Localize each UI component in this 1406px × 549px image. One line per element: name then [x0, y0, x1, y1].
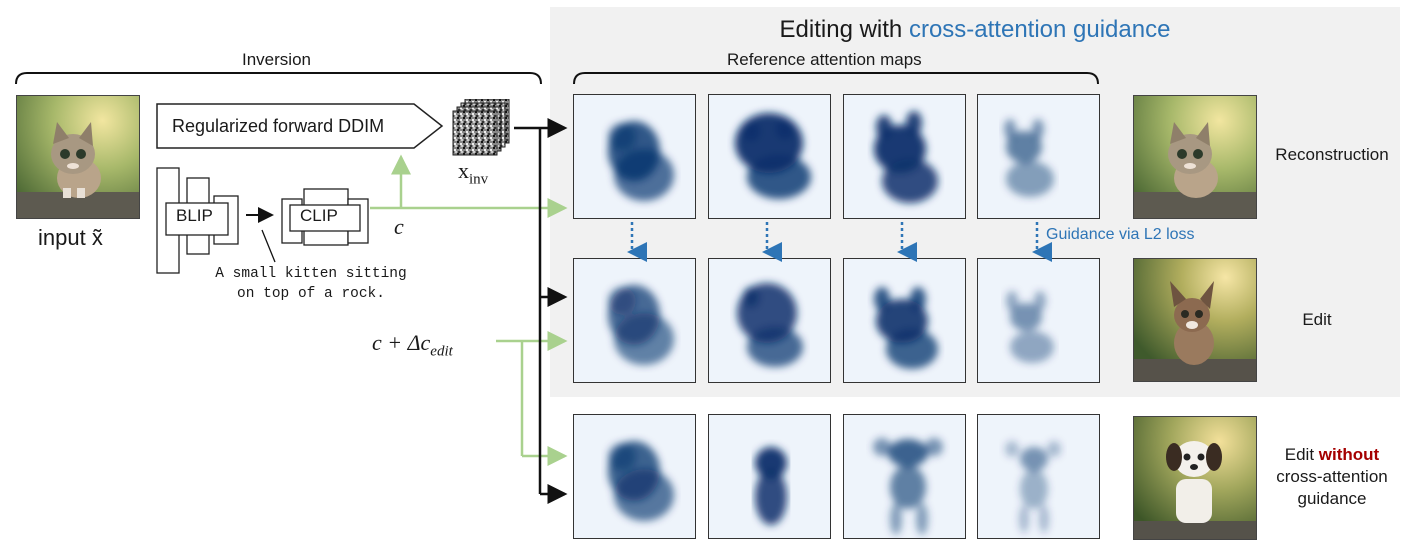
row-label-edit-without-line-2: cross-attention [1276, 467, 1388, 486]
title-prefix: Editing with [779, 16, 909, 43]
caption-line-2: on top of a rock. [237, 286, 385, 302]
edit-condition-label: c + Δcedit [372, 330, 453, 360]
row-label-reconstruction-text: Reconstruction [1275, 145, 1389, 164]
reference-bracket [573, 72, 1099, 85]
attention-map-r1-c4 [977, 94, 1100, 219]
clip-block [281, 188, 369, 246]
edit-condition-prefix: c + Δc [372, 330, 431, 355]
edit-without-guidance-dog-photo [1133, 416, 1257, 540]
attention-map-r3-c2 [708, 414, 831, 539]
blip-block [156, 167, 239, 274]
attention-map-r2-c4 [977, 258, 1100, 383]
row-label-without: without [1318, 445, 1380, 464]
blip-label: BLIP [176, 206, 213, 225]
reconstruction-photo [1133, 95, 1257, 219]
ddim-block [156, 103, 444, 149]
guidance-label: Guidance via L2 loss [1046, 226, 1195, 243]
row-label-reconstruction: Reconstruction [1262, 145, 1402, 165]
edit-puppy-photo [1133, 258, 1257, 382]
inversion-bracket [15, 72, 542, 85]
row-label-edit-without-line-1: Edit without [1262, 444, 1402, 466]
caption-pointer [261, 229, 276, 263]
panel-title: Editing with cross-attention guidance [550, 16, 1400, 44]
caption-text: A small kitten sitting on top of a rock. [196, 264, 426, 304]
row-label-edit: Edit [1262, 310, 1372, 330]
row-label-edit-text: Edit [1302, 310, 1332, 329]
row-label-edit-without-line-3: guidance [1297, 489, 1367, 508]
input-kitten-photo [16, 95, 140, 219]
clip-label: CLIP [300, 206, 338, 225]
x-inv-label: xinv [458, 158, 488, 188]
attention-map-r2-c3 [843, 258, 966, 383]
edit-condition-sub: edit [430, 343, 453, 360]
reference-maps-label: Reference attention maps [727, 50, 922, 69]
attention-map-r2-c2 [708, 258, 831, 383]
attention-map-r1-c3 [843, 94, 966, 219]
attention-map-r1-c1 [573, 94, 696, 219]
title-highlight: cross-attention guidance [908, 16, 1171, 43]
attention-map-r3-c4 [977, 414, 1100, 539]
row-label-edit-without: Edit without cross-attention guidance [1262, 444, 1402, 510]
attention-map-r2-c1 [573, 258, 696, 383]
inversion-label: Inversion [242, 50, 311, 69]
attention-map-r1-c2 [708, 94, 831, 219]
row-label-edit-prefix: Edit [1284, 445, 1319, 464]
x-inv-subscript: inv [469, 171, 489, 188]
ddim-label: Regularized forward DDIM [172, 116, 385, 136]
attention-map-r3-c1 [573, 414, 696, 539]
input-label: input x̃ [38, 225, 103, 250]
attention-map-r3-c3 [843, 414, 966, 539]
x-inv-symbol: x [458, 158, 469, 183]
caption-line-1: A small kitten sitting [215, 266, 407, 282]
noise-stack-icon [451, 98, 515, 163]
c-label: c [394, 214, 404, 239]
